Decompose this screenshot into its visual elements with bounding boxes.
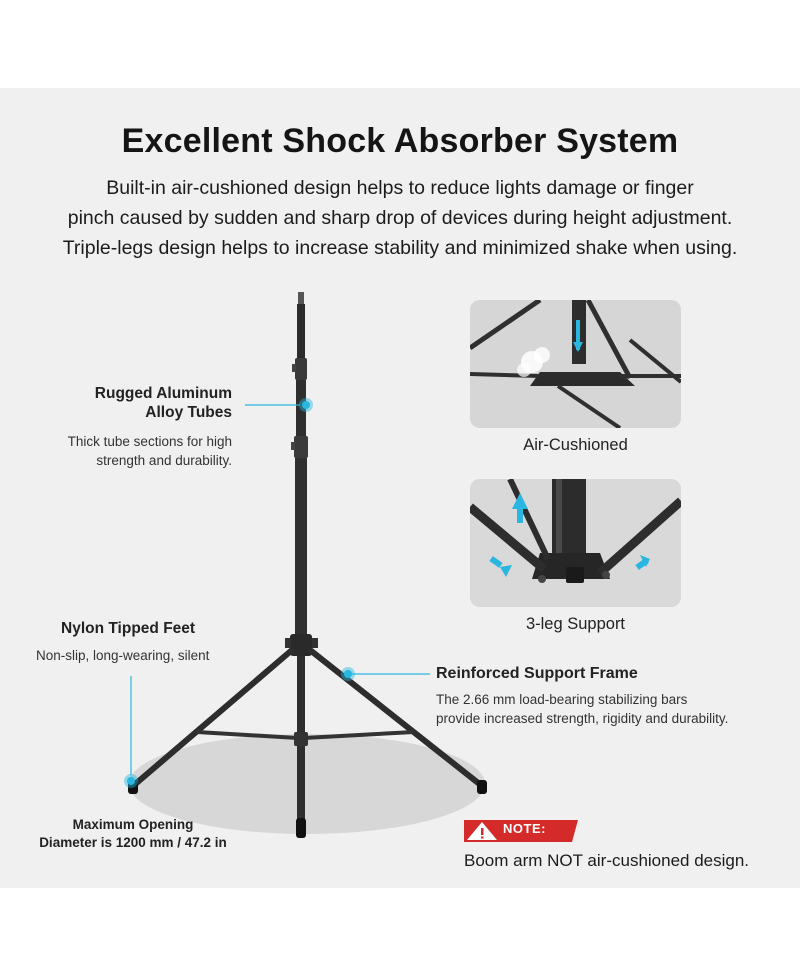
tubes-title-line-2: Alloy Tubes: [145, 404, 232, 421]
top-spigot: [298, 292, 304, 304]
three-leg-caption: 3-leg Support: [525, 615, 626, 633]
frame-desc-line-2: provide increased strength, rigidity and…: [436, 711, 729, 726]
intro-line-3: Triple-legs design helps to increase sta…: [62, 237, 738, 259]
frame-desc-line-1: The 2.66 mm load-bearing stabilizing bar…: [436, 692, 688, 707]
tubes-desc-line-2: strength and durability.: [96, 453, 232, 468]
note-badge-label: NOTE:: [503, 821, 546, 836]
right-brace: [303, 730, 415, 740]
intro-line-1: Built-in air-cushioned design helps to r…: [106, 177, 694, 199]
note-badge: [464, 820, 578, 842]
three-leg-closeup-image: [470, 479, 681, 607]
feet-callout-dot: [127, 777, 135, 785]
opening-line-2: Diameter is 1200 mm / 47.2 in: [39, 835, 227, 850]
lower-tube: [295, 458, 307, 634]
air-cushion-thumbnail: [470, 300, 681, 428]
floor-shadow: [129, 734, 485, 834]
right-leg: [307, 647, 485, 789]
page-title: Excellent Shock Absorber System: [121, 122, 679, 160]
center-foot: [296, 818, 306, 838]
upper-lock-knob: [295, 358, 307, 380]
middle-tube: [296, 380, 306, 440]
note-text: Boom arm NOT air-cushioned design.: [464, 851, 750, 870]
feet-title: Nylon Tipped Feet: [61, 620, 196, 637]
feet-desc: Non-slip, long-wearing, silent: [36, 648, 210, 663]
leg-hub: [290, 634, 312, 656]
intro-line-2: pinch caused by sudden and sharp drop of…: [67, 207, 733, 229]
brace-collar: [294, 732, 308, 746]
left-brace: [196, 730, 299, 740]
tubes-callout-dot: [302, 401, 310, 409]
top-tube: [297, 304, 305, 364]
lower-lock-knob: [294, 436, 308, 458]
air-cushion-closeup-image: [470, 300, 681, 428]
right-foot: [477, 780, 487, 794]
air-cushion-caption: Air-Cushioned: [523, 436, 628, 454]
frame-callout-dot: [344, 670, 352, 678]
opening-line-1: Maximum Opening: [72, 817, 194, 832]
frame-title: Reinforced Support Frame: [436, 665, 638, 682]
left-leg: [130, 647, 295, 789]
three-leg-thumbnail: [470, 479, 681, 607]
light-stand-illustration: [124, 292, 487, 838]
tubes-desc-line-1: Thick tube sections for high: [67, 434, 232, 449]
tubes-title-line-1: Rugged Aluminum: [94, 385, 232, 402]
